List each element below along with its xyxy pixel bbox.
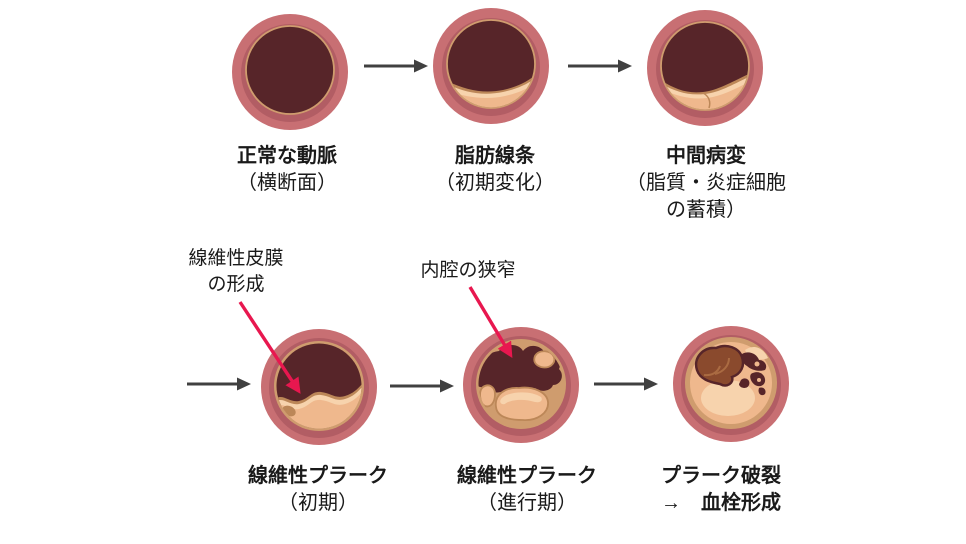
artery-stage-3-illustration <box>647 10 763 126</box>
stage-4-subtitle: （初期） <box>278 492 358 514</box>
annotation-line: 内腔の狭窄 <box>420 260 516 281</box>
annotation-arrow-fibrous-cap-icon <box>238 301 301 394</box>
plaque <box>276 382 362 429</box>
annotation-line: の形成 <box>207 274 265 295</box>
stage-4-title: 線維性プラーク <box>248 465 388 487</box>
artery-stage-1-illustration <box>232 14 348 130</box>
flow-arrow-icon <box>568 59 632 73</box>
flow-arrow-icon <box>187 377 251 391</box>
stage-3-title: 中間病変 <box>666 145 746 167</box>
stage-3-subtitle: （脂質・炎症細胞 <box>626 172 786 194</box>
stage-1-title: 正常な動脈 <box>237 145 337 167</box>
stage-2-title: 脂肪線条 <box>455 145 535 167</box>
stage-5-subtitle: （進行期） <box>477 492 577 514</box>
stage-3-label: 中間病変 （脂質・炎症細胞 の蓄積） <box>626 143 786 224</box>
stage-4-label: 線維性プラーク （初期） <box>248 463 388 517</box>
flow-arrow-icon <box>364 59 428 73</box>
annotation-fibrous-cap: 線維性皮膜 の形成 <box>188 246 283 298</box>
annotation-arrow-narrowed-lumen-icon <box>468 286 513 359</box>
stage-3-subtitle: の蓄積） <box>666 199 746 221</box>
stage-6-subtitle: → 血栓形成 <box>661 492 781 514</box>
artery-stage-2-illustration <box>433 8 549 124</box>
flow-arrow-icon <box>594 377 658 391</box>
plaque <box>479 350 556 421</box>
stage-2-subtitle: （初期変化） <box>435 172 555 194</box>
thrombus <box>694 344 745 387</box>
plaque-highlight <box>701 380 755 416</box>
stage-5-label: 線維性プラーク （進行期） <box>457 463 597 517</box>
artery-stage-4-illustration <box>261 329 377 445</box>
artery-stage-6-illustration <box>673 326 789 442</box>
annotation-line: 線維性皮膜 <box>188 248 284 269</box>
stage-6-label: プラーク破裂 → 血栓形成 <box>661 463 781 517</box>
lumen <box>245 25 335 115</box>
stage-1-label: 正常な動脈 （横断面） <box>237 143 337 197</box>
stage-5-title: 線維性プラーク <box>457 465 597 487</box>
stage-2-label: 脂肪線条 （初期変化） <box>435 143 555 197</box>
stage-1-subtitle: （横断面） <box>237 172 337 194</box>
annotation-narrowed-lumen: 内腔の狭窄 <box>420 258 515 284</box>
ruptured-debris <box>739 352 767 396</box>
stage-6-title: プラーク破裂 <box>661 465 781 487</box>
artery-stage-5-illustration <box>463 327 579 443</box>
flow-arrow-icon <box>390 379 454 393</box>
lumen <box>446 19 536 109</box>
